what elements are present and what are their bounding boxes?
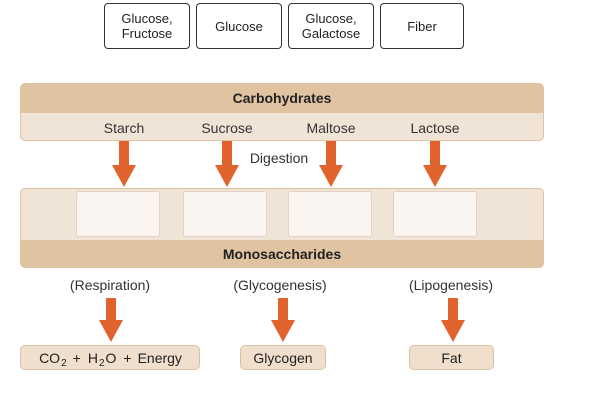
h-text: H — [87, 349, 98, 366]
answer-chip-glucose[interactable]: Glucose — [196, 3, 282, 49]
answer-chip-glucose-galactose[interactable]: Glucose, Galactose — [288, 3, 374, 49]
carb-label-lactose: Lactose — [410, 120, 460, 136]
product-glycogen: Glycogen — [240, 345, 326, 370]
process-lipogenesis: (Lipogenesis) — [408, 277, 494, 293]
answer-chip-glucose-fructose[interactable]: Glucose, Fructose — [104, 3, 190, 49]
digestion-label: Digestion — [249, 150, 309, 166]
arrow-down-icon — [99, 298, 123, 342]
answer-chip-line2: Fructose — [121, 26, 173, 41]
arrow-down-icon — [215, 141, 239, 187]
answer-chip-line1: Glucose, — [305, 11, 357, 26]
answer-chip-fiber[interactable]: Fiber — [380, 3, 464, 49]
carb-label-starch: Starch — [103, 120, 145, 136]
product-fat: Fat — [409, 345, 494, 370]
drop-zone-sucrose[interactable] — [183, 191, 267, 237]
carb-label-sucrose: Sucrose — [201, 120, 253, 136]
carbohydrates-title: Carbohydrates — [232, 90, 332, 106]
answer-chip-line1: Glucose, — [121, 11, 173, 26]
arrow-down-icon — [441, 298, 465, 342]
formula-plus: + — [72, 349, 81, 366]
arrow-down-icon — [271, 298, 295, 342]
answer-chip-line2: Galactose — [301, 26, 361, 41]
drop-zone-maltose[interactable] — [288, 191, 372, 237]
answer-chip-line1: Glucose — [215, 18, 263, 34]
drop-zone-starch[interactable] — [76, 191, 160, 237]
process-respiration: (Respiration) — [69, 277, 151, 293]
arrow-down-icon — [319, 141, 343, 187]
o-text: O — [105, 349, 117, 366]
glycogen-label: Glycogen — [253, 349, 313, 366]
answer-chip-line1: Fiber — [407, 18, 437, 34]
arrow-down-icon — [112, 141, 136, 187]
co-text: CO — [39, 349, 61, 366]
monosaccharides-header: Monosaccharides — [20, 240, 544, 268]
formula-plus: + — [123, 349, 132, 366]
carbohydrates-header: Carbohydrates — [20, 83, 544, 113]
co-subscript: 2 — [61, 357, 67, 369]
arrow-down-icon — [423, 141, 447, 187]
drop-zone-lactose[interactable] — [393, 191, 477, 237]
fat-label: Fat — [441, 349, 462, 366]
h-subscript: 2 — [98, 357, 105, 369]
carbohydrates-row — [20, 113, 544, 141]
formula-energy: Energy — [137, 349, 182, 366]
formula-h2o: H2O — [87, 349, 118, 369]
product-respiration: CO2 + H2O + Energy — [20, 345, 200, 370]
formula-co: CO2 — [38, 349, 67, 369]
carb-label-maltose: Maltose — [306, 120, 356, 136]
process-glycogenesis: (Glycogenesis) — [233, 277, 327, 293]
monosaccharides-title: Monosaccharides — [222, 246, 342, 262]
